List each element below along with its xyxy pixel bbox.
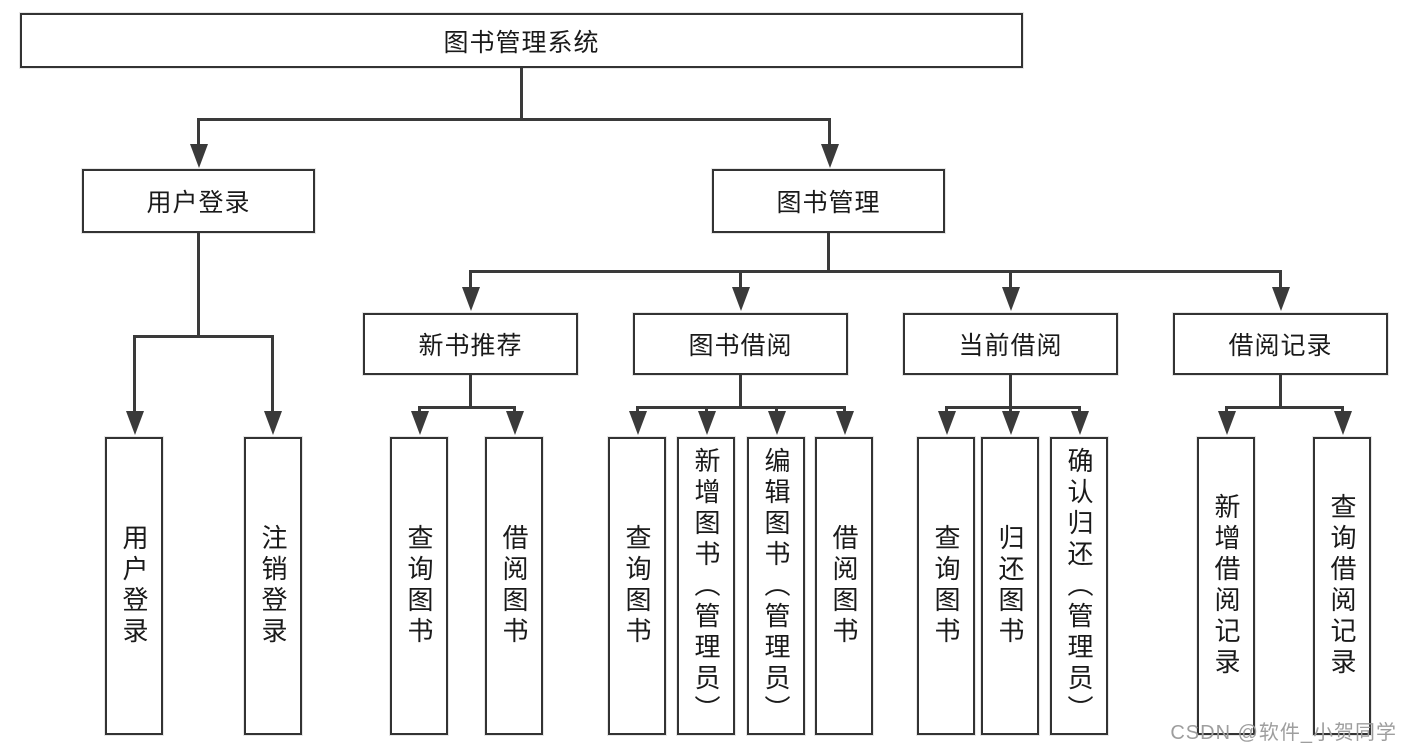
arrow-down-icon-bb-borrow (843, 406, 846, 411)
connector-root-drop (520, 68, 523, 121)
leaf-add-book-admin: 新增图书（管理员） (677, 437, 735, 735)
node-current-borrow: 当前借阅 (903, 313, 1118, 375)
leaf-logout: 注销登录 (244, 437, 302, 735)
node-book-management: 图书管理 (712, 169, 945, 233)
connector-new-book-drop (469, 375, 472, 408)
leaf-query-book-newbook: 查询图书 (390, 437, 448, 735)
leaf-confirm-return-admin-label: 确认归还（管理员） (1064, 446, 1094, 726)
connector-user-login-bus (134, 335, 274, 338)
arrow-down-icon-br-add (1225, 406, 1228, 411)
leaf-query-book-current: 查询图书 (917, 437, 975, 735)
node-library-system-label: 图书管理系统 (443, 28, 600, 57)
node-current-borrow-label: 当前借阅 (958, 332, 1063, 360)
leaf-query-book-borrow: 查询图书 (608, 437, 666, 735)
connector-book-borrow-bus (637, 406, 845, 409)
connector-level2-bus (197, 118, 829, 121)
node-book-management-label: 图书管理 (776, 189, 881, 217)
leaf-edit-book-admin-label: 编辑图书（管理员） (761, 446, 791, 726)
leaf-query-borrow-record: 查询借阅记录 (1313, 437, 1371, 735)
connector-new-book-bus (419, 406, 515, 409)
arrow-down-icon-bb-query (636, 406, 639, 411)
arrow-down-icon-cb-confirm (1078, 406, 1081, 411)
leaf-query-book-newbook-label: 查询图书 (404, 524, 434, 648)
node-user-login: 用户登录 (82, 169, 315, 233)
arrow-down-icon-book-borrow (739, 270, 742, 287)
leaf-return-book-label: 归还图书 (995, 524, 1025, 648)
leaf-add-book-admin-label: 新增图书（管理员） (691, 446, 721, 726)
connector-user-login-drop (197, 233, 200, 337)
leaf-borrow-book-borrow: 借阅图书 (815, 437, 873, 735)
connector-book-borrow-drop (739, 375, 742, 408)
node-user-login-label: 用户登录 (146, 189, 251, 217)
leaf-user-login: 用户登录 (105, 437, 163, 735)
node-borrow-records-label: 借阅记录 (1228, 332, 1333, 360)
arrow-down-icon-borrow-records (1279, 270, 1282, 287)
node-book-borrow: 图书借阅 (633, 313, 848, 375)
leaf-borrow-book-borrow-label: 借阅图书 (829, 524, 859, 648)
arrow-down-icon-current-borrow (1009, 270, 1012, 287)
arrow-down-icon-new-book-recommend (469, 270, 472, 287)
leaf-query-borrow-record-label: 查询借阅记录 (1327, 493, 1357, 679)
arrow-down-icon-br-query (1341, 406, 1344, 411)
leaf-confirm-return-admin: 确认归还（管理员） (1050, 437, 1108, 735)
arrow-down-icon-cb-return (1009, 406, 1012, 411)
csdn-watermark: CSDN @软件_小贺同学 (1170, 722, 1397, 744)
arrow-down-icon-cb-query (945, 406, 948, 411)
arrow-down-icon-user-login (197, 118, 200, 144)
connector-current-borrow-drop (1009, 375, 1012, 408)
connector-book-management-drop (827, 233, 830, 272)
leaf-add-borrow-record-label: 新增借阅记录 (1211, 493, 1241, 679)
arrow-down-icon-bb-add (705, 406, 708, 411)
connector-borrow-records-drop (1279, 375, 1282, 408)
node-book-borrow-label: 图书借阅 (688, 332, 793, 360)
leaf-add-borrow-record: 新增借阅记录 (1197, 437, 1255, 735)
node-new-book-recommend: 新书推荐 (363, 313, 578, 375)
leaf-borrow-book-newbook-label: 借阅图书 (499, 524, 529, 648)
leaf-edit-book-admin: 编辑图书（管理员） (747, 437, 805, 735)
arrow-down-icon-leaf-logout (271, 335, 274, 411)
arrow-down-icon-leaf-user-login (133, 335, 136, 411)
leaf-query-book-current-label: 查询图书 (931, 524, 961, 648)
connector-level3-bus (470, 270, 1281, 273)
node-library-system: 图书管理系统 (20, 13, 1023, 68)
arrow-down-icon-book-management (828, 118, 831, 144)
leaf-return-book: 归还图书 (981, 437, 1039, 735)
node-new-book-recommend-label: 新书推荐 (418, 332, 523, 360)
leaf-logout-label: 注销登录 (258, 524, 288, 648)
connector-current-borrow-bus (946, 406, 1080, 409)
connector-borrow-records-bus (1226, 406, 1343, 409)
leaf-borrow-book-newbook: 借阅图书 (485, 437, 543, 735)
arrow-down-icon-bb-edit (775, 406, 778, 411)
arrow-down-icon-nb-query (418, 406, 421, 411)
leaf-query-book-borrow-label: 查询图书 (622, 524, 652, 648)
node-borrow-records: 借阅记录 (1173, 313, 1388, 375)
arrow-down-icon-nb-borrow (513, 406, 516, 411)
leaf-user-login-label: 用户登录 (119, 524, 149, 648)
